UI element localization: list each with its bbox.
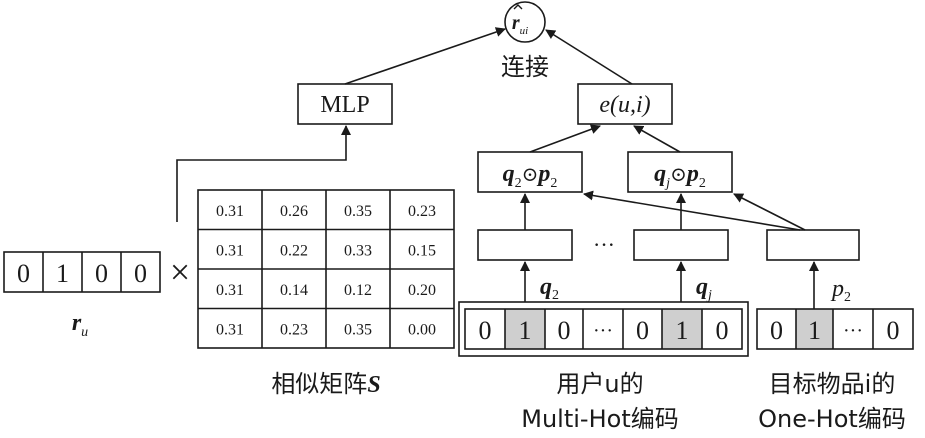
- concat-label: 连接: [501, 53, 549, 81]
- matrix-cell: 0.14: [280, 282, 308, 299]
- mlp-label: MLP: [320, 92, 369, 118]
- multi-hot-cell: 1: [676, 316, 689, 345]
- matrix-cell: 0.35: [344, 203, 372, 220]
- user-vector-cell: 0: [134, 259, 147, 288]
- multiply-symbol: ×: [170, 252, 190, 292]
- similarity-matrix-caption: 相似矩阵S: [271, 370, 380, 398]
- p2-to-product2-edge: [583, 190, 801, 231]
- matrix-cell: 0.33: [344, 242, 372, 259]
- matrix-cell: 0.31: [216, 242, 244, 259]
- edge-label-q2: q2: [540, 274, 559, 303]
- multi-hot-cell: 0: [558, 316, 571, 345]
- multi-hot-cell: 1: [519, 316, 532, 345]
- multi-hot-cell: 0: [479, 316, 492, 345]
- similarity-matrix: 0.31 0.26 0.35 0.23 0.31 0.22 0.33 0.15 0.31 0.14…: [197, 189, 455, 349]
- multi-hot-cell: 0: [716, 316, 729, 345]
- user-vector-cell: 0: [17, 259, 30, 288]
- e-ui-label: e(u,i): [599, 92, 650, 118]
- e-ui-box: [577, 83, 673, 125]
- one-hot-cell: 1: [808, 316, 821, 345]
- user-vector-cell: 0: [95, 259, 108, 288]
- matrix-cell: 0.31: [216, 282, 244, 299]
- product-box-2: [477, 151, 583, 193]
- matrix-cell: 0.20: [408, 282, 436, 299]
- product-label-2: q2⊙p2: [503, 161, 558, 191]
- user-vector-label: ru: [72, 310, 88, 340]
- multi-hot-caption-line2: Multi-Hot编码: [521, 405, 678, 433]
- matrix-cell: 0.15: [408, 242, 436, 259]
- output-node-label: rui: [512, 12, 528, 37]
- matrix-cell: 0.31: [216, 321, 244, 338]
- matrix-to-mlp-edge: [176, 125, 351, 222]
- embedding-box-q2: [477, 229, 573, 261]
- e-to-output-edge: [545, 29, 633, 85]
- user-vector-cell: 1: [56, 259, 69, 288]
- multi-hot-caption-line1: 用户u的: [556, 370, 643, 398]
- user-vector: 0 1 0 0: [3, 251, 161, 293]
- ellipsis: ···: [593, 232, 615, 257]
- matrix-cell: 0.23: [280, 321, 308, 338]
- one-hot-caption-line1: 目标物品i的: [769, 370, 896, 398]
- embedding-box-qj: [633, 229, 729, 261]
- embedding-box-p2: [766, 229, 860, 261]
- edge-label-p2: p2: [830, 276, 851, 305]
- matrix-cell: 0.31: [216, 203, 244, 220]
- productj-to-e-edge: [633, 125, 681, 153]
- matrix-cell: 0.26: [280, 203, 308, 220]
- one-hot-cell: 0: [887, 316, 900, 345]
- p2-to-productj-edge: [733, 193, 806, 231]
- one-hot-caption-line2: One-Hot编码: [758, 405, 906, 433]
- one-hot-vector: 0 1 ··· 0: [756, 308, 914, 350]
- output-node: [504, 1, 546, 43]
- edge-label-qj: qj: [696, 274, 712, 303]
- matrix-cell: 0.12: [344, 282, 372, 299]
- matrix-cell: 0.22: [280, 242, 308, 259]
- multi-hot-cell: 0: [636, 316, 649, 345]
- multi-hot-vector: 0 1 0 ··· 0 1 0: [464, 308, 743, 350]
- one-hot-cell: 0: [770, 316, 783, 345]
- matrix-cell: 0.23: [408, 203, 436, 220]
- mlp-box: [297, 83, 393, 125]
- product-label-j: qj⊙p2: [654, 161, 706, 191]
- matrix-cell: 0.00: [408, 321, 436, 338]
- product2-to-e-edge: [529, 124, 601, 153]
- mlp-to-output-edge: [344, 27, 506, 85]
- multi-hot-cell: ···: [593, 320, 613, 342]
- hat-icon: [513, 4, 523, 10]
- one-hot-cell: ···: [843, 320, 863, 342]
- matrix-cell: 0.35: [344, 321, 372, 338]
